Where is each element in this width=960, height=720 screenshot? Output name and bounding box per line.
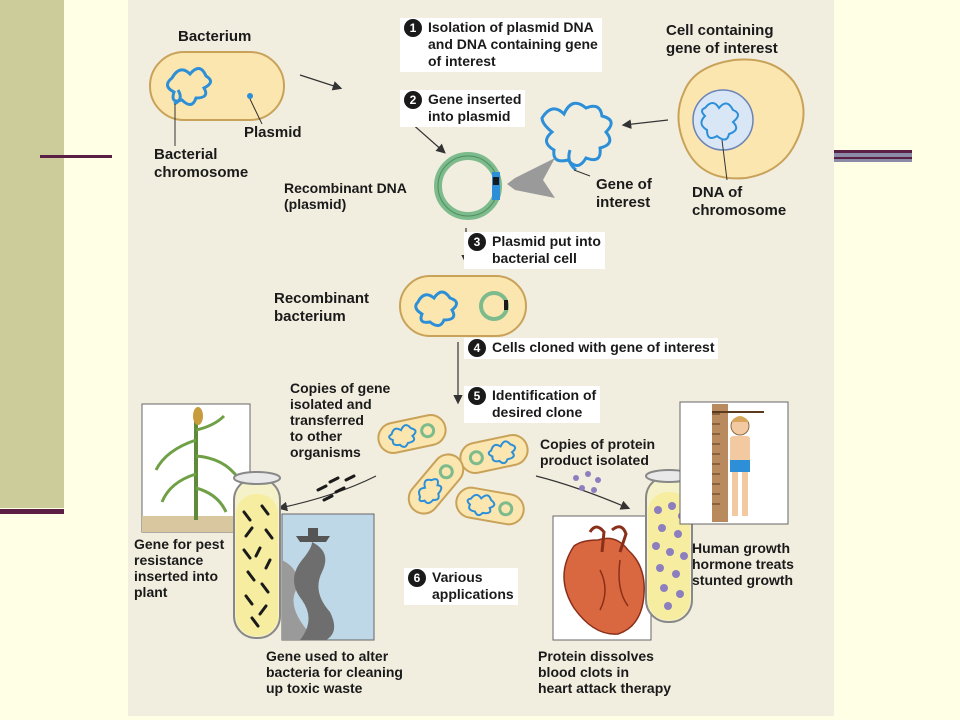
label-copies-of-gene: Copies of gene isolated and transferred … xyxy=(290,380,391,460)
step-number: 6 xyxy=(408,569,426,587)
step-1: 1 Isolation of plasmid DNA and DNA contai… xyxy=(400,18,602,72)
protein-copies xyxy=(573,471,601,493)
bacterium-cell xyxy=(149,51,285,146)
step-number: 4 xyxy=(468,339,486,357)
label-recombinant-dna: Recombinant DNA (plasmid) xyxy=(284,180,407,212)
heart-icon xyxy=(552,515,652,641)
step-2: 2 Gene inserted into plasmid xyxy=(400,90,526,127)
title-rule-right xyxy=(834,150,912,162)
title-rule-left xyxy=(40,155,112,158)
label-gene-pest-resistance: Gene for pest resistance inserted into p… xyxy=(134,536,225,600)
child-icon xyxy=(679,401,789,525)
step-text: Various applications xyxy=(432,569,514,602)
label-growth-hormone: Human growth hormone treats stunted grow… xyxy=(692,540,794,588)
label-bacterial-chromosome: Bacterial chromosome xyxy=(154,146,249,181)
step-text: Plasmid put into bacterial cell xyxy=(492,233,601,266)
label-protein-blood-clots: Protein dissolves blood clots in heart a… xyxy=(538,648,672,696)
step-3: 3 Plasmid put into bacterial cell xyxy=(464,232,605,269)
label-gene-toxic-waste: Gene used to alter bacteria for cleaning… xyxy=(266,648,403,696)
test-tube-icon xyxy=(233,471,281,639)
label-bacterium: Bacterium xyxy=(178,28,252,45)
insert-arrow xyxy=(507,158,555,198)
step-6: 6 Various applications xyxy=(404,568,518,605)
donor-cell xyxy=(677,58,805,181)
step-4: 4 Cells cloned with gene of interest xyxy=(464,338,719,359)
left-accent-bar xyxy=(0,0,64,508)
plant-icon xyxy=(141,403,251,533)
label-copies-of-protein: Copies of protein product isolated xyxy=(540,436,656,468)
step-5: 5 Identification of desired clone xyxy=(464,386,601,423)
step-text: Identification of desired clone xyxy=(492,387,597,420)
gene-copies xyxy=(316,474,356,502)
step-number: 2 xyxy=(404,91,422,109)
step-number: 1 xyxy=(404,19,422,37)
gene-fragments xyxy=(540,101,613,177)
step-number: 5 xyxy=(468,387,486,405)
recombinant-bacterium xyxy=(399,275,527,337)
cloned-cells xyxy=(377,414,529,526)
left-accent-underline xyxy=(0,509,64,514)
label-cell-containing-gene: Cell containing gene of interest xyxy=(666,22,778,57)
step-text: Gene inserted into plasmid xyxy=(428,91,522,124)
step-text: Cells cloned with gene of interest xyxy=(492,339,715,355)
step-number: 3 xyxy=(468,233,486,251)
label-gene-of-interest: Gene of interest xyxy=(596,176,652,211)
label-recombinant-bacterium: Recombinant bacterium xyxy=(274,290,370,325)
label-plasmid: Plasmid xyxy=(244,124,302,141)
recombinant-plasmid xyxy=(434,152,502,220)
ship-icon xyxy=(281,513,375,641)
label-dna-of-chromosome: DNA of chromosome xyxy=(692,184,787,219)
step-text: Isolation of plasmid DNA and DNA contain… xyxy=(428,19,598,69)
